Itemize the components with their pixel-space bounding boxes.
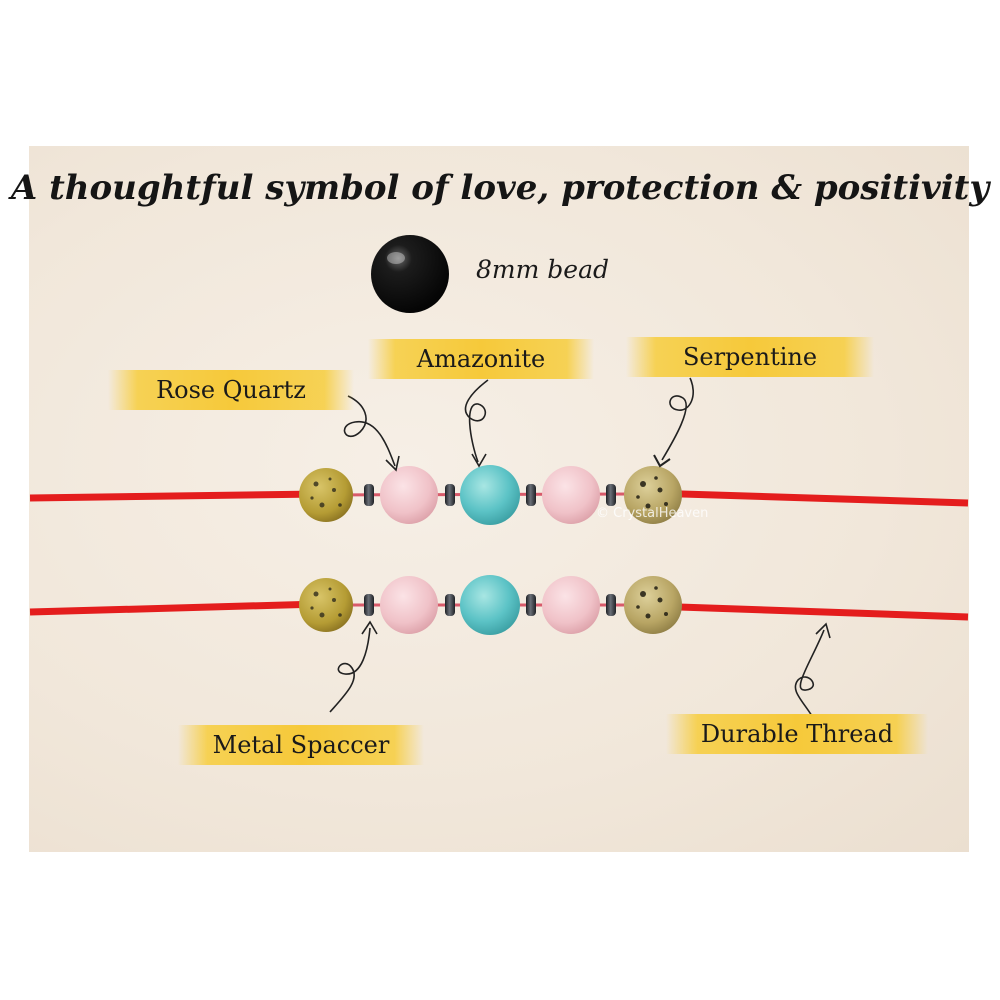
serpentine-bead [624, 576, 682, 634]
label-durable-thread: Durable Thread [666, 714, 928, 754]
serpentine-bead [624, 466, 682, 524]
arrowhead-amazonite [471, 453, 487, 468]
arrow-rose-quartz [343, 395, 396, 467]
rose-quartz-bead [542, 466, 600, 524]
metal-spacer-bead [606, 484, 616, 506]
arrowhead-serpentine [653, 454, 671, 468]
bracelet-top: © CrystalHeaven [29, 465, 969, 525]
yellow-jasper-bead [299, 578, 353, 632]
bead-size-label: 8mm bead [476, 255, 609, 284]
arrowhead-durable-thread [815, 622, 831, 639]
thread-left-top [29, 490, 321, 502]
rose-quartz-bead [380, 466, 438, 524]
bracelet-bottom [29, 575, 969, 635]
amazonite-bead [460, 465, 520, 525]
label-metal-spacer: Metal Spaccer [178, 725, 424, 765]
watermark: © CrystalHeaven [596, 506, 708, 521]
metal-spacer-bead [526, 484, 536, 506]
metal-spacer-bead [364, 594, 374, 616]
label-serpentine: Serpentine [626, 337, 874, 377]
metal-spacer-bead [364, 484, 374, 506]
arrow-durable-thread [794, 629, 825, 717]
metal-spacer-bead [526, 594, 536, 616]
arrowhead-metal-spacer [361, 620, 378, 635]
metal-spacer-bead [606, 594, 616, 616]
amazonite-bead [460, 575, 520, 635]
yellow-jasper-bead [299, 468, 353, 522]
thread-right-bottom [649, 602, 969, 621]
thread-left-bottom [29, 600, 321, 616]
label-amazonite: Amazonite [368, 339, 594, 379]
arrow-metal-spacer [329, 627, 371, 713]
rose-quartz-bead [380, 576, 438, 634]
rose-quartz-bead [542, 576, 600, 634]
black-bead-shine [387, 252, 405, 264]
metal-spacer-bead [445, 484, 455, 506]
arrow-amazonite [464, 379, 489, 463]
thread-right-top [649, 489, 969, 507]
metal-spacer-bead [445, 594, 455, 616]
arrow-serpentine [661, 377, 694, 461]
label-rose-quartz: Rose Quartz [108, 370, 354, 410]
arrowhead-rose-quartz [385, 455, 400, 472]
headline: A thoughtful symbol of love, protection … [10, 168, 990, 208]
black-sample-bead [371, 235, 449, 313]
